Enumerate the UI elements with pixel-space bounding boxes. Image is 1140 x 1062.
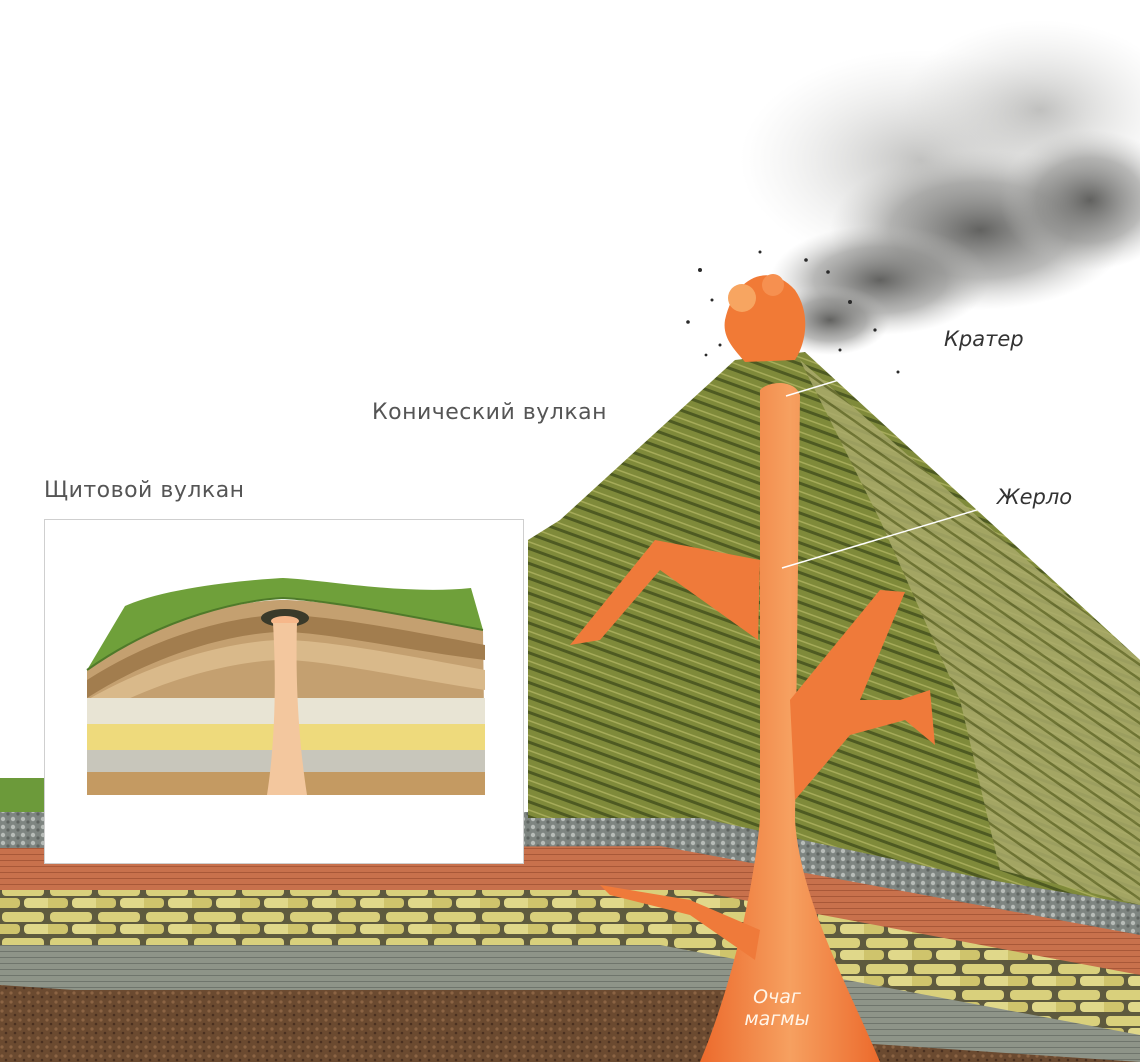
magma-chamber-label-line1: Очаг [722,986,832,1008]
shield-volcano-diagram [45,520,523,863]
conical-volcano-label: Конический вулкан [372,400,607,425]
magma-chamber-label-line2: магмы [722,1008,832,1030]
shield-volcano-label: Щитовой вулкан [44,478,245,503]
magma-chamber-label: Очаг магмы [722,986,832,1030]
vent-label: Жерло [997,485,1072,509]
crater-label: Кратер [944,327,1024,351]
shield-volcano-inset [44,519,524,864]
